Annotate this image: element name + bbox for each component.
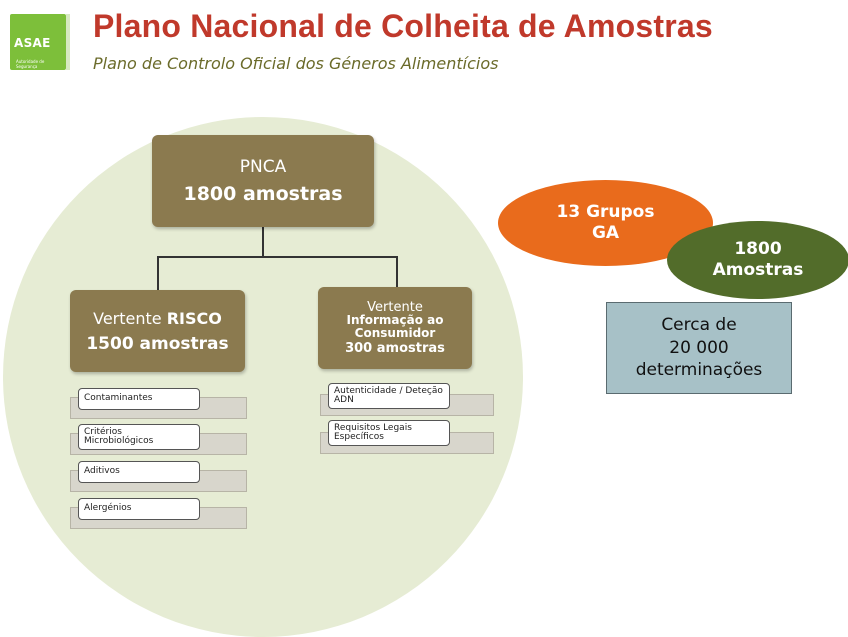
info-box: Vertente Informação ao Consumidor 300 am… (318, 287, 472, 369)
det-line2: 20 000 (669, 337, 729, 358)
det-line3: determinações (635, 360, 763, 381)
item-label: Aditivos (84, 466, 120, 477)
determinacoes-box: Cerca de 20 000 determinações (606, 302, 792, 394)
item-label: Contaminantes (84, 393, 153, 404)
logo-mark: ASAE Autoridade de Segurança (10, 14, 70, 70)
connector-risco (157, 256, 159, 290)
asae-logo: ASAE Autoridade de Segurança (10, 12, 70, 74)
amostras-line2: Amostras (712, 260, 804, 280)
info-line1: Vertente (367, 299, 423, 315)
risco-item: Critérios Microbiológicos (78, 424, 200, 450)
risco-prefix: Vertente (93, 308, 167, 328)
logo-subtext: Autoridade de Segurança (16, 59, 45, 69)
connector-root-down (262, 227, 264, 257)
info-line3: Consumidor (354, 326, 436, 340)
det-line1: Cerca de (661, 314, 737, 335)
item-label: Autenticidade / Deteção ADN (334, 385, 443, 405)
risco-samples: 1500 amostras (86, 333, 229, 354)
info-samples: 300 amostras (345, 340, 445, 356)
pnca-samples: 1800 amostras (183, 183, 343, 205)
risco-item: Aditivos (78, 461, 200, 483)
logo-text: ASAE (14, 36, 51, 50)
connector-horizontal (157, 256, 397, 258)
pnca-label: PNCA (239, 157, 287, 177)
item-label: Alergénios (84, 503, 132, 514)
page-title: Plano Nacional de Colheita de Amostras (93, 8, 713, 44)
info-item: Requisitos Legais Específicos (328, 420, 450, 446)
amostras-ellipse: 1800 Amostras (667, 221, 848, 299)
item-label: Requisitos Legais Específicos (334, 422, 412, 442)
grupos-line1: 13 Grupos (556, 201, 655, 222)
risco-emphasis: RISCO (166, 308, 222, 328)
page-subtitle: Plano de Controlo Oficial dos Géneros Al… (93, 54, 499, 73)
info-line2: Informação ao (346, 313, 444, 328)
info-item: Autenticidade / Deteção ADN (328, 383, 450, 409)
amostras-line1: 1800 (734, 238, 782, 259)
risco-title: Vertente RISCO (70, 309, 245, 328)
grupos-line2: GA (591, 223, 620, 243)
risco-item: Alergénios (78, 498, 200, 520)
risco-item: Contaminantes (78, 388, 200, 410)
connector-info (396, 256, 398, 287)
item-label: Critérios Microbiológicos (84, 426, 154, 446)
pnca-box: PNCA 1800 amostras (152, 135, 374, 227)
risco-box: Vertente RISCO 1500 amostras (70, 290, 245, 372)
